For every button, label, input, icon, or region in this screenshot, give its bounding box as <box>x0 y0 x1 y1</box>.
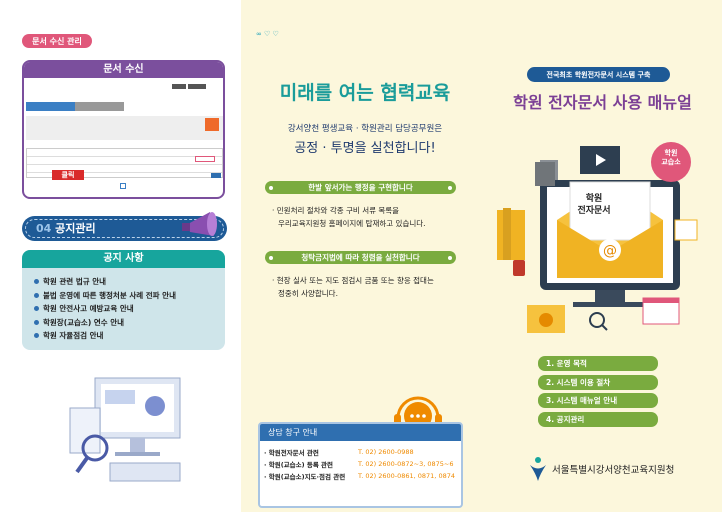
intro-line-2: 공정 · 투명을 실천합니다! <box>294 141 436 156</box>
notice-item: 학원 안전사고 예방교육 안내 <box>34 302 225 316</box>
svg-text:@: @ <box>603 243 617 259</box>
slogan: 미래를 여는 협력교육 <box>279 82 451 104</box>
mock-search-button <box>205 118 219 131</box>
contact-title: 상담 창구 안내 <box>260 424 461 441</box>
notice-item: 학원장(교습소) 연수 안내 <box>34 316 225 330</box>
notice-section-header: 04 공지관리 <box>22 212 227 241</box>
mock-pagination <box>120 183 126 189</box>
notice-box-title: 공지 사항 <box>22 250 225 268</box>
badge: 전국최초 학원전자문서 시스템 구축 <box>527 67 670 82</box>
envelope-text: 학원 전자문서 <box>577 194 611 216</box>
mock-highlight <box>195 156 215 162</box>
notice-item: 학원 자율점검 안내 <box>34 329 225 343</box>
document-receive-screenshot: 문서 수신 클릭 <box>22 60 225 199</box>
contact-label: · 학원(교습소)지도·점검 관련 <box>264 473 346 481</box>
notice-item: 학원 관련 법규 안내 <box>34 275 225 289</box>
section-bar-title: 청탁금지법에 따라 청렴을 실천합니다 <box>301 253 420 262</box>
mock-button <box>188 84 206 89</box>
section-bar: 한발 앞서가는 행정을 구현합니다 <box>265 181 456 194</box>
section-bar-title: 한발 앞서가는 행정을 구현합니다 <box>308 183 413 192</box>
seoul-education-logo: ∞ ♡ ♡ <box>256 30 279 38</box>
education-office-logo-icon <box>530 457 546 481</box>
contact-phone: T. 02) 2600-0872~3, 0875~6 <box>358 460 454 468</box>
text-line: · 민원처리 절차와 각종 구비 서류 목록을 <box>272 206 400 215</box>
mock-button <box>211 173 221 178</box>
megaphone-icon <box>182 212 217 236</box>
left-panel: 문서 수신 관리 문서 수신 클릭 04 공지관리 공지 사항 학원 관련 법규… <box>0 0 241 512</box>
contact-phone: T. 02) 2600-0988 <box>358 448 414 456</box>
email-illustration: @ <box>497 142 698 333</box>
stamp-text: 학원 교습소 <box>661 149 681 166</box>
mock-tab <box>75 102 124 111</box>
click-label: 클릭 <box>52 170 84 180</box>
notice-box: 공지 사항 학원 관련 법규 안내 불법 운영에 따른 행정처분 사례 전파 안… <box>22 250 225 350</box>
contact-row: · 학원전자문서 관련 T. 02) 2600-0988 <box>260 446 461 458</box>
menu-item-procedure[interactable]: 2. 시스템 이용 절차 <box>538 375 658 390</box>
section-pill: 문서 수신 관리 <box>22 34 92 48</box>
computer-illustration <box>69 377 181 482</box>
section-title: 공지관리 <box>55 222 96 235</box>
manual-title: 학원 전자문서 사용 매뉴얼 <box>513 93 692 112</box>
contact-label: · 학원(교습소) 등록 관련 <box>264 461 334 469</box>
mock-tab-active <box>26 102 75 111</box>
notice-item: 불법 운영에 따른 행정처분 사례 전파 안내 <box>34 289 225 303</box>
mock-filter-area <box>26 116 223 140</box>
menu-item-notice[interactable]: 4. 공지관리 <box>538 412 658 427</box>
text-line: 정중히 사양합니다. <box>278 289 338 298</box>
contact-row: · 학원(교습소) 등록 관련 T. 02) 2600-0872~3, 0875~… <box>260 458 461 470</box>
contact-row: · 학원(교습소)지도·점검 관련 T. 02) 2600-0861, 0871,… <box>260 470 461 482</box>
screenshot-title: 문서 수신 <box>24 62 223 78</box>
contact-box: 상담 창구 안내 · 학원전자문서 관련 T. 02) 2600-0988 · 학… <box>258 422 463 508</box>
section-bar: 청탁금지법에 따라 청렴을 실천합니다 <box>265 251 456 264</box>
section-number: 04 <box>36 222 52 235</box>
contact-phone: T. 02) 2600-0861, 0871, 0874 <box>358 472 455 480</box>
org-name: 서울특별시강서양천교육지원청 <box>552 465 675 476</box>
intro-line-1: 강서양천 평생교육 · 학원관리 담당공무원은 <box>287 124 443 134</box>
text-line: 우리교육지원청 홈페이지에 탑재하고 있습니다. <box>278 219 426 228</box>
menu-item-purpose[interactable]: 1. 운영 목적 <box>538 356 658 371</box>
menu-item-system-manual[interactable]: 3. 시스템 매뉴얼 안내 <box>538 393 658 408</box>
contact-label: · 학원전자문서 관련 <box>264 449 319 457</box>
mock-button <box>172 84 186 89</box>
text-line: · 현장 실사 또는 지도 점검시 금품 또는 향응 접대는 <box>272 276 434 285</box>
